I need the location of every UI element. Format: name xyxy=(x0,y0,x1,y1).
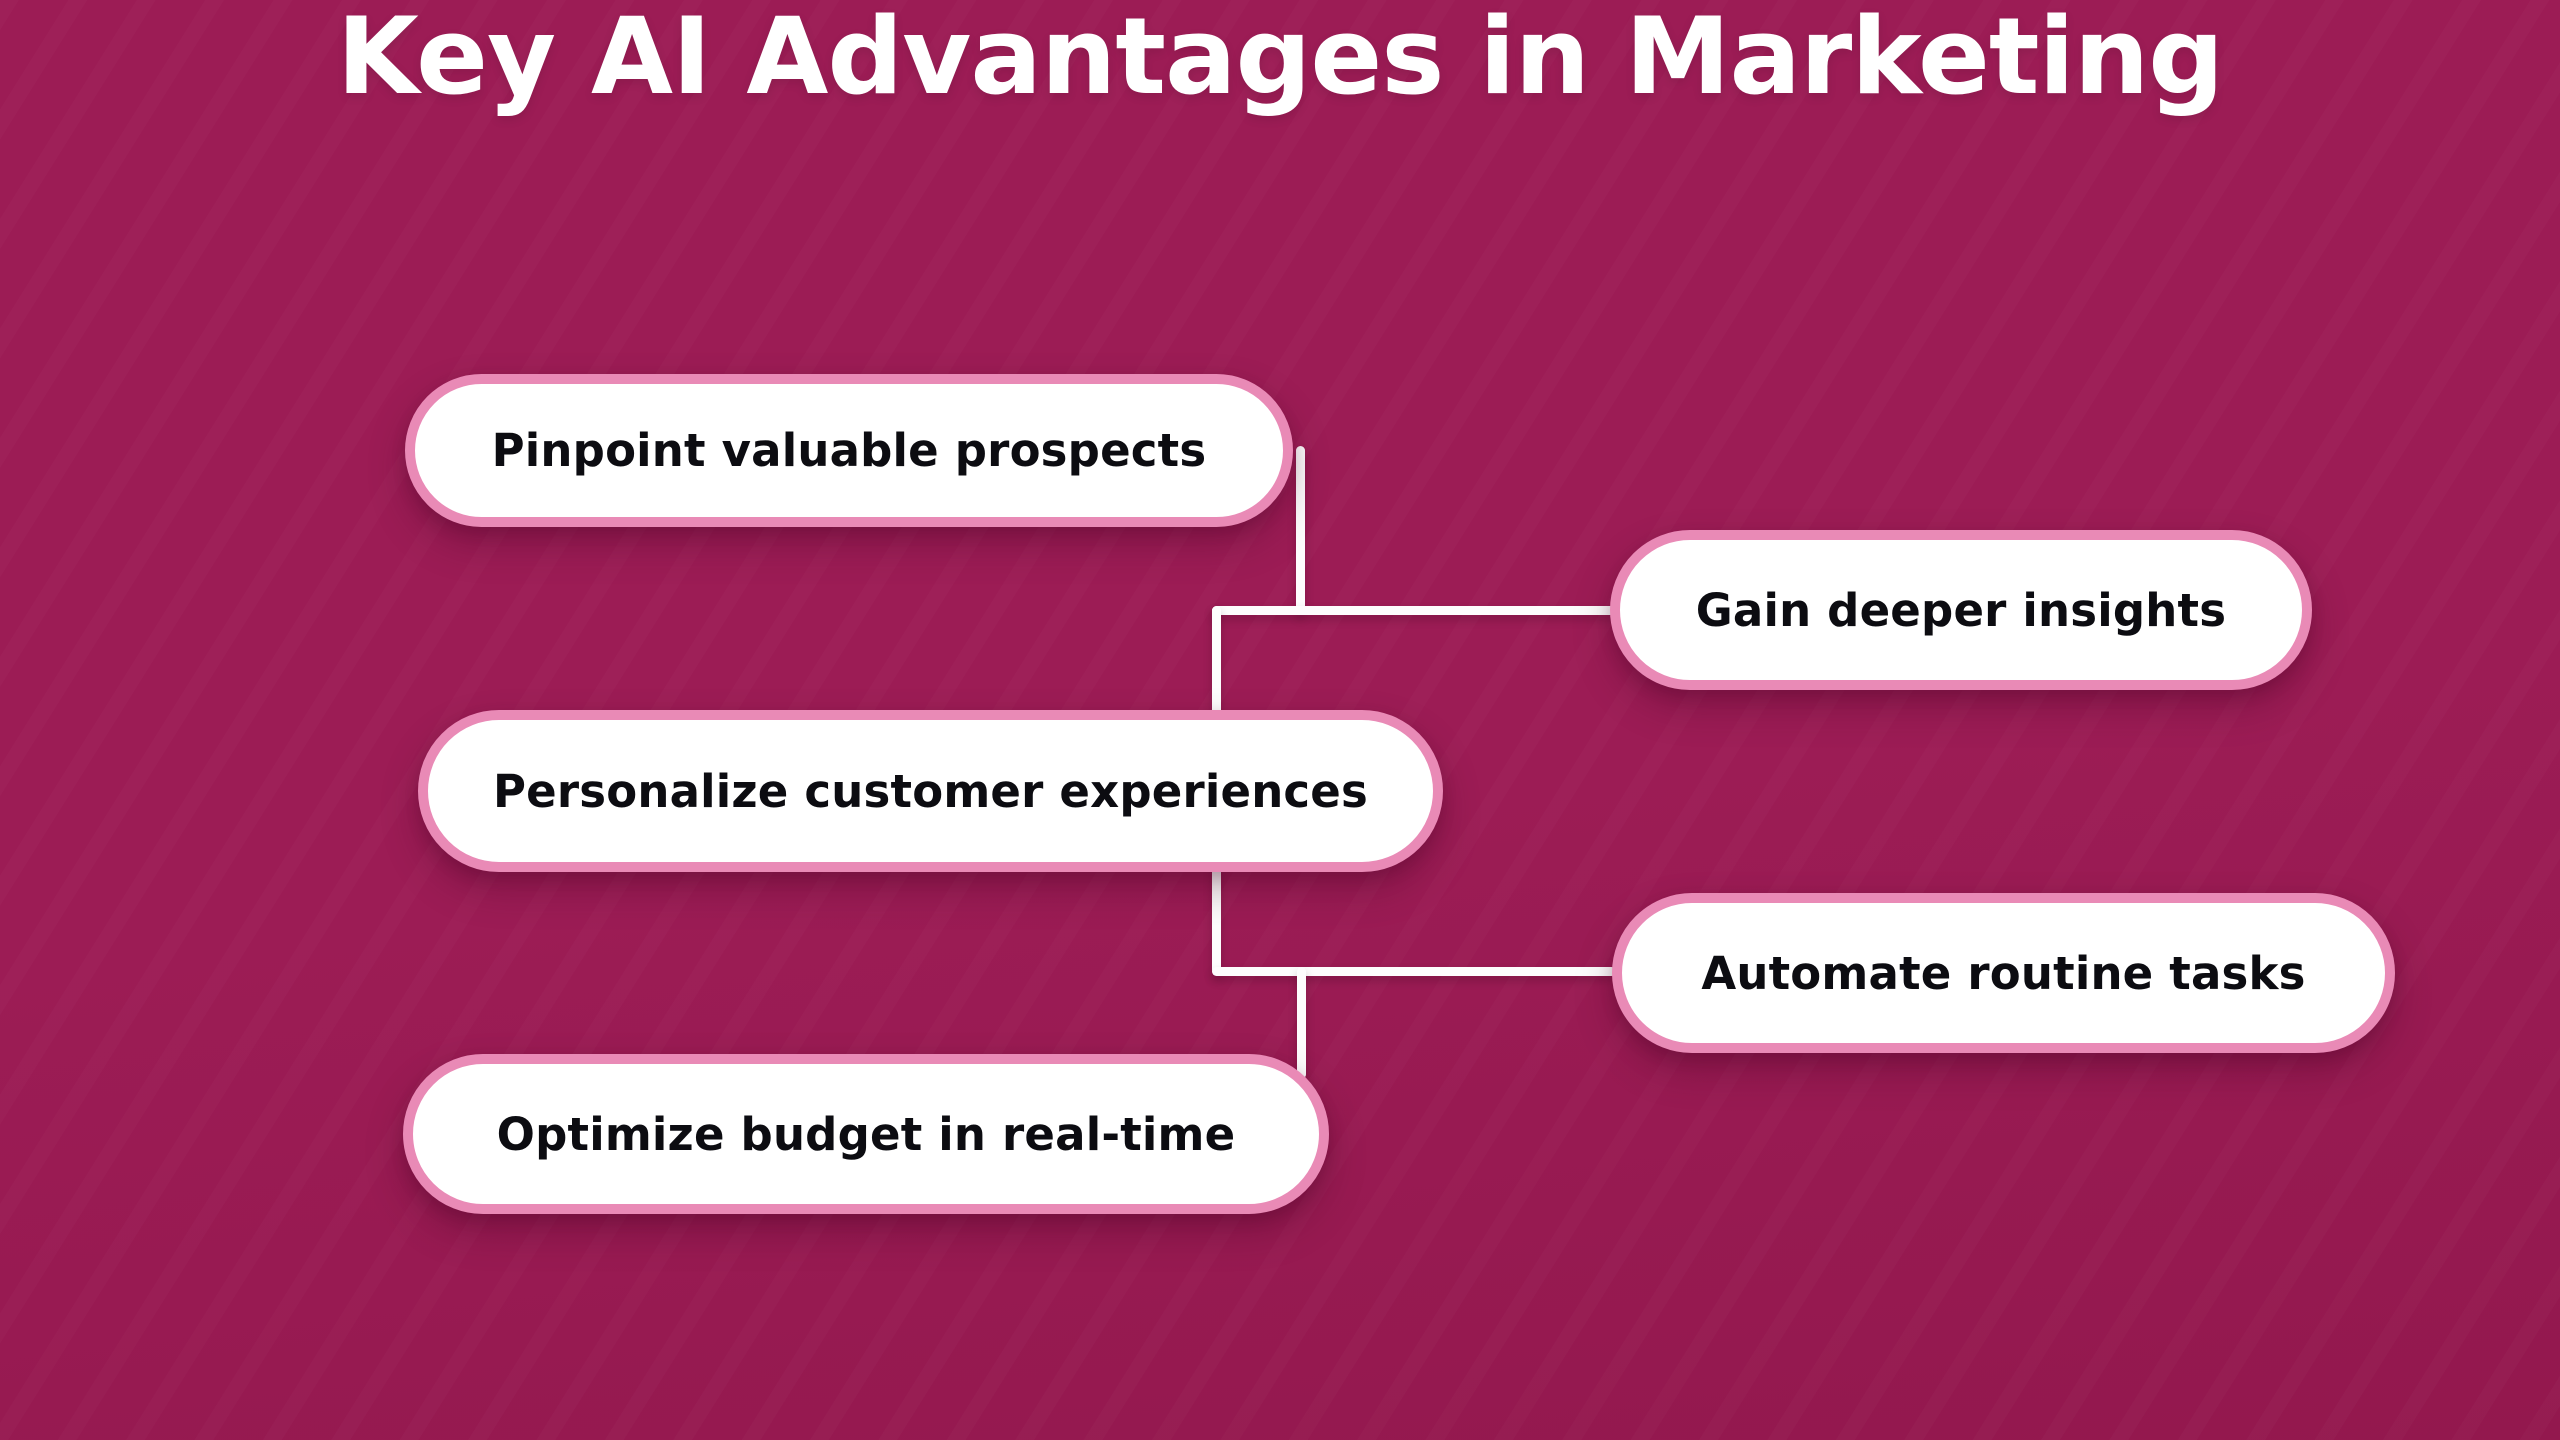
node-gain-deeper-insights: Gain deeper insights xyxy=(1610,530,2312,690)
node-automate-routine-tasks: Automate routine tasks xyxy=(1612,893,2395,1053)
connector-to-automate xyxy=(1212,967,1616,976)
connector-to-personalize xyxy=(1212,606,1221,718)
node-label: Pinpoint valuable prospects xyxy=(491,424,1207,477)
node-label: Personalize customer experiences xyxy=(492,764,1369,818)
connector-to-optimize xyxy=(1297,967,1306,1079)
connector-personalize-stem xyxy=(1212,864,1221,974)
node-pinpoint-valuable-prospects: Pinpoint valuable prospects xyxy=(405,374,1293,527)
node-label: Gain deeper insights xyxy=(1695,583,2227,637)
node-label: Automate routine tasks xyxy=(1701,946,2306,1000)
connector-pinpoint-stem xyxy=(1296,446,1305,614)
page-title: Key AI Advantages in Marketing xyxy=(336,0,2224,118)
node-label: Optimize budget in real-time xyxy=(496,1107,1236,1161)
connector-to-gain xyxy=(1212,606,1616,615)
node-personalize-customer-experiences: Personalize customer experiences xyxy=(418,710,1443,872)
node-optimize-budget-in-real-time: Optimize budget in real-time xyxy=(403,1054,1329,1214)
